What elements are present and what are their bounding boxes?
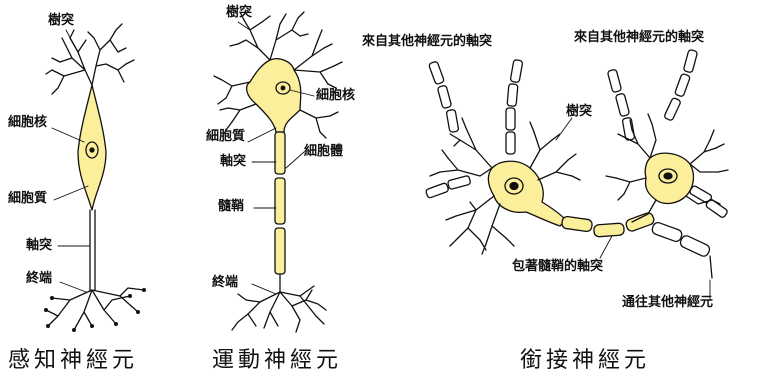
motor-terminal-label: 終端 (212, 276, 238, 289)
motor-cell-body-label: 細胞體 (304, 145, 343, 158)
motor-neuron-caption: 運動神經元 (212, 350, 342, 372)
motor-nucleus-label: 細胞核 (316, 89, 355, 102)
sensory-nucleus-label: 細胞核 (8, 116, 47, 129)
motor-dendrite-label: 樹突 (226, 6, 252, 19)
sensory-neuron-caption: 感知神經元 (8, 350, 138, 372)
motor-cytoplasm-label: 細胞質 (206, 130, 245, 143)
sensory-neuron-drawing (44, 24, 146, 332)
sensory-cytoplasm-label: 細胞質 (8, 192, 47, 205)
inter-dendrite-label: 樹突 (566, 105, 592, 118)
inter-axon-from-right-label: 來自其他神經元的軸突 (574, 31, 704, 44)
interneuron-caption: 銜接神經元 (520, 350, 650, 372)
sensory-axon-label: 軸突 (26, 239, 52, 252)
inter-myelinated-axon-label: 包著髓鞘的軸突 (512, 260, 603, 273)
motor-axon-label: 軸突 (220, 155, 246, 168)
motor-myelin-label: 髓鞘 (218, 200, 244, 213)
sensory-terminal-label: 終端 (26, 272, 52, 285)
inter-axon-from-left-label: 來自其他神經元的軸突 (362, 35, 492, 48)
inter-to-other-label: 通往其他神經元 (622, 296, 713, 309)
sensory-dendrite-label: 樹突 (48, 14, 74, 27)
